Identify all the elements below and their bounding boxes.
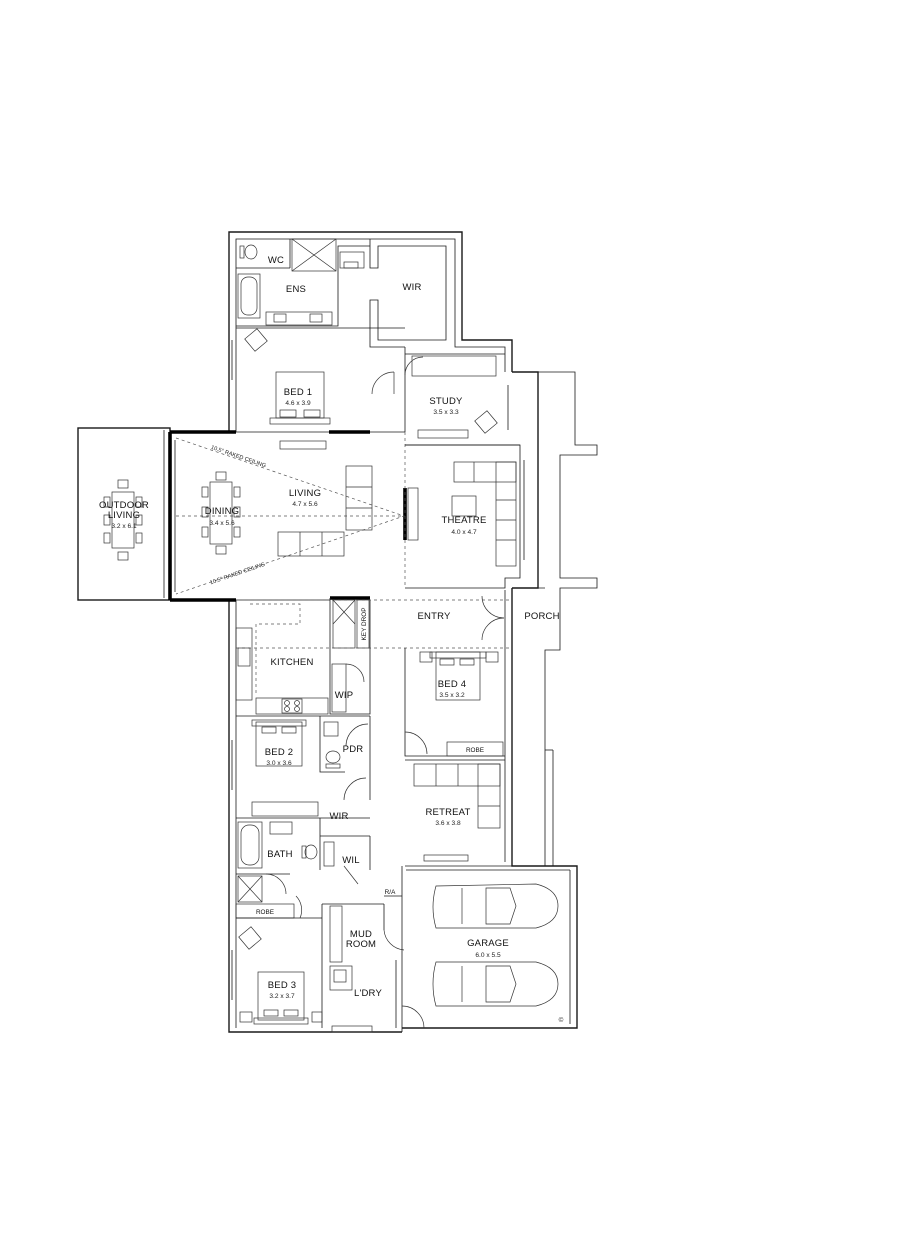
size-study: 3.5 x 3.3 bbox=[433, 409, 459, 416]
outer-walls bbox=[228, 231, 578, 1033]
label-bed1: BED 1 bbox=[284, 387, 312, 398]
label-pdr: PDR bbox=[343, 744, 364, 755]
size-theatre: 4.0 x 4.7 bbox=[451, 529, 477, 536]
label-wip: WIP bbox=[335, 690, 354, 701]
label-entry: ENTRY bbox=[417, 611, 450, 622]
label-bath: BATH bbox=[267, 849, 292, 860]
car-1 bbox=[432, 883, 559, 929]
entry-area bbox=[236, 595, 510, 649]
bed4-room bbox=[404, 648, 505, 757]
size-outdoor-living: 3.2 x 6.1 bbox=[111, 523, 137, 530]
label-wir-bed2: WIR bbox=[329, 811, 348, 822]
size-retreat: 3.6 x 3.8 bbox=[435, 820, 461, 827]
label-robe-bed4: ROBE bbox=[466, 747, 484, 754]
label-mud-room-2: ROOM bbox=[346, 939, 376, 950]
label-bed2: BED 2 bbox=[265, 747, 293, 758]
label-wil: WIL bbox=[342, 855, 360, 866]
copyright-mark: © bbox=[559, 1016, 564, 1024]
mud-laundry bbox=[322, 866, 425, 1033]
retreat-room bbox=[405, 759, 512, 867]
size-bed1: 4.6 x 3.9 bbox=[285, 400, 311, 407]
label-dining: DINING bbox=[205, 506, 239, 517]
label-study: STUDY bbox=[429, 396, 463, 407]
label-garage: GARAGE bbox=[467, 938, 509, 949]
size-bed2: 3.0 x 3.6 bbox=[266, 760, 292, 767]
size-bed3: 3.2 x 3.7 bbox=[269, 993, 295, 1000]
theatre-room bbox=[405, 444, 525, 589]
label-living: LIVING bbox=[289, 488, 321, 499]
label-ens: ENS bbox=[286, 284, 306, 295]
kitchen-wip bbox=[235, 603, 371, 717]
label-mud-room-1: MUD bbox=[350, 929, 372, 940]
label-outdoor-living-1: OUTDOOR bbox=[99, 500, 149, 511]
label-bed4: BED 4 bbox=[438, 679, 466, 690]
label-outdoor-living-2: LIVING bbox=[108, 510, 140, 521]
size-living: 4.7 x 5.6 bbox=[292, 501, 318, 508]
label-robe-bed3: ROBE bbox=[256, 909, 274, 916]
bath-wir-wil bbox=[236, 801, 371, 895]
label-laundry: L'DRY bbox=[354, 988, 382, 999]
note-raked-ceiling-bottom: 10.5° RAKED CEILING bbox=[209, 562, 266, 587]
label-ra: R/A bbox=[385, 889, 396, 896]
size-dining: 3.4 x 5.6 bbox=[209, 520, 235, 527]
label-kitchen: KITCHEN bbox=[270, 657, 313, 668]
label-retreat: RETREAT bbox=[425, 807, 470, 818]
label-wir-master: WIR bbox=[402, 282, 421, 293]
label-theatre: THEATRE bbox=[441, 515, 486, 526]
size-garage: 6.0 x 5.5 bbox=[475, 952, 501, 959]
room-labels: WC ENS WIR BED 1 4.6 x 3.9 STUDY 3.5 x 3… bbox=[99, 255, 564, 1024]
bed3-room bbox=[231, 875, 323, 1028]
bed2-pdr bbox=[231, 716, 371, 801]
label-wc: WC bbox=[268, 255, 284, 266]
garage bbox=[406, 869, 571, 1024]
ensuite-wir-bed1 bbox=[231, 238, 447, 432]
porch-outline bbox=[512, 371, 598, 866]
living-dining-walls bbox=[168, 430, 419, 602]
label-bed3: BED 3 bbox=[268, 980, 296, 991]
size-bed4: 3.5 x 3.2 bbox=[439, 692, 465, 699]
car-2 bbox=[432, 961, 559, 1007]
label-key-drop: KEY DROP bbox=[361, 608, 368, 641]
note-raked-ceiling-top: 10.5° RAKED CEILING bbox=[210, 445, 267, 470]
label-porch: PORCH bbox=[524, 611, 559, 622]
